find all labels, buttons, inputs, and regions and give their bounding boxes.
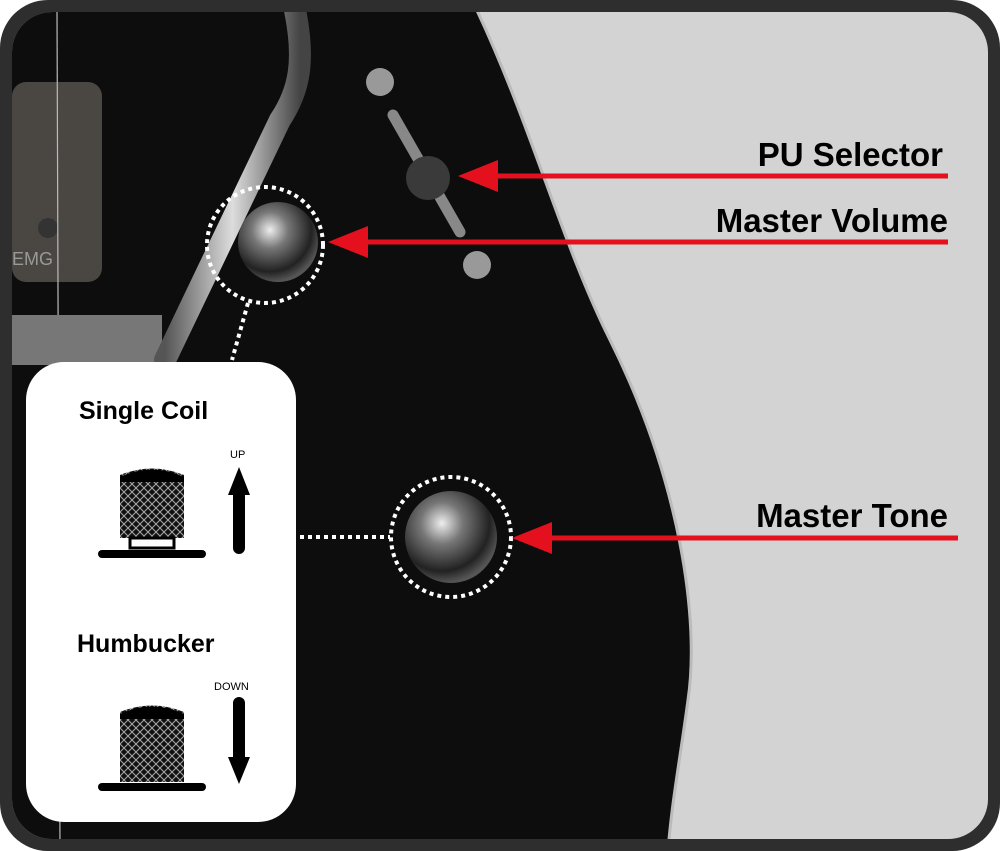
master-volume-arrow <box>328 226 948 258</box>
pu-selector-tip[interactable] <box>406 156 450 200</box>
tone-highlight-circle <box>389 475 513 599</box>
inset-card <box>26 362 296 822</box>
master-volume-knob[interactable] <box>238 202 318 282</box>
master-tone-arrow <box>512 522 958 554</box>
pickup-screw <box>38 218 58 238</box>
master-tone-knob[interactable] <box>405 491 497 583</box>
humbucker-knob-icon <box>98 705 206 791</box>
single-coil-title: Single Coil <box>79 397 209 425</box>
dotted-connector <box>230 302 250 361</box>
body-edge <box>470 12 693 839</box>
pu-selector-arrow <box>458 160 948 192</box>
humbucker-title: Humbucker <box>77 630 215 658</box>
pickup-logo: EMG <box>12 249 53 269</box>
up-label: UP <box>230 449 246 461</box>
screw <box>366 68 394 96</box>
pickup <box>12 82 102 282</box>
screw <box>463 251 491 279</box>
down-arrow-icon <box>228 697 250 784</box>
master-tone-label: Master Tone <box>756 497 948 534</box>
tremolo-arm <box>154 12 311 371</box>
pu-selector-label: PU Selector <box>757 136 943 173</box>
down-label: DOWN <box>214 681 249 693</box>
volume-highlight-circle <box>205 185 325 305</box>
bridge <box>12 315 162 365</box>
up-arrow-icon <box>228 467 250 554</box>
single-coil-knob-icon <box>98 468 206 558</box>
master-volume-label: Master Volume <box>715 202 948 239</box>
